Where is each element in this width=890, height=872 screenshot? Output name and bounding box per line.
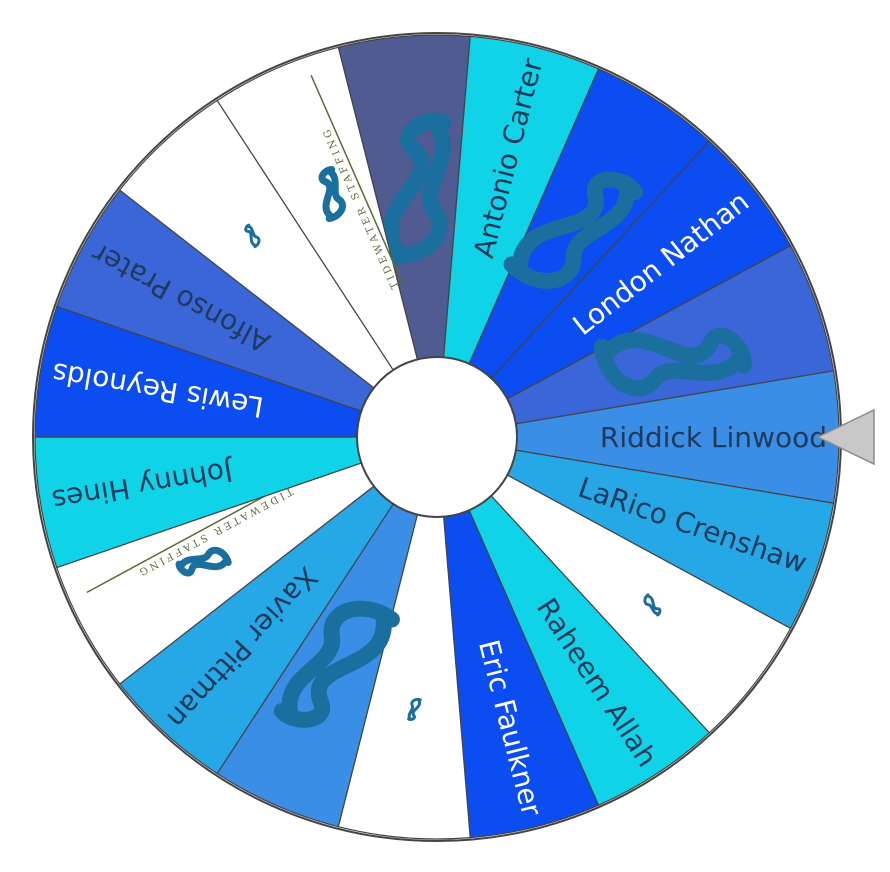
tidewater-logo-icon	[503, 171, 644, 289]
wheel-segment	[216, 46, 438, 438]
tidewater-logo-small-icon	[643, 593, 662, 617]
tidewater-logo-icon	[593, 327, 752, 397]
brand-underline	[310, 74, 404, 286]
tidewater-logo-small-icon	[407, 697, 422, 721]
pointer-arrow-icon	[816, 408, 875, 466]
tidewater-logo-icon	[318, 165, 346, 223]
wheel-hub[interactable]	[356, 356, 518, 518]
brand-underline	[86, 482, 289, 594]
tidewater-logo-icon	[273, 600, 400, 728]
tidewater-logo-icon	[175, 546, 232, 577]
segment-name-label: Riddick Linwood	[600, 421, 827, 454]
tidewater-logo-small-icon	[244, 223, 261, 249]
tidewater-logo-icon	[381, 112, 452, 264]
